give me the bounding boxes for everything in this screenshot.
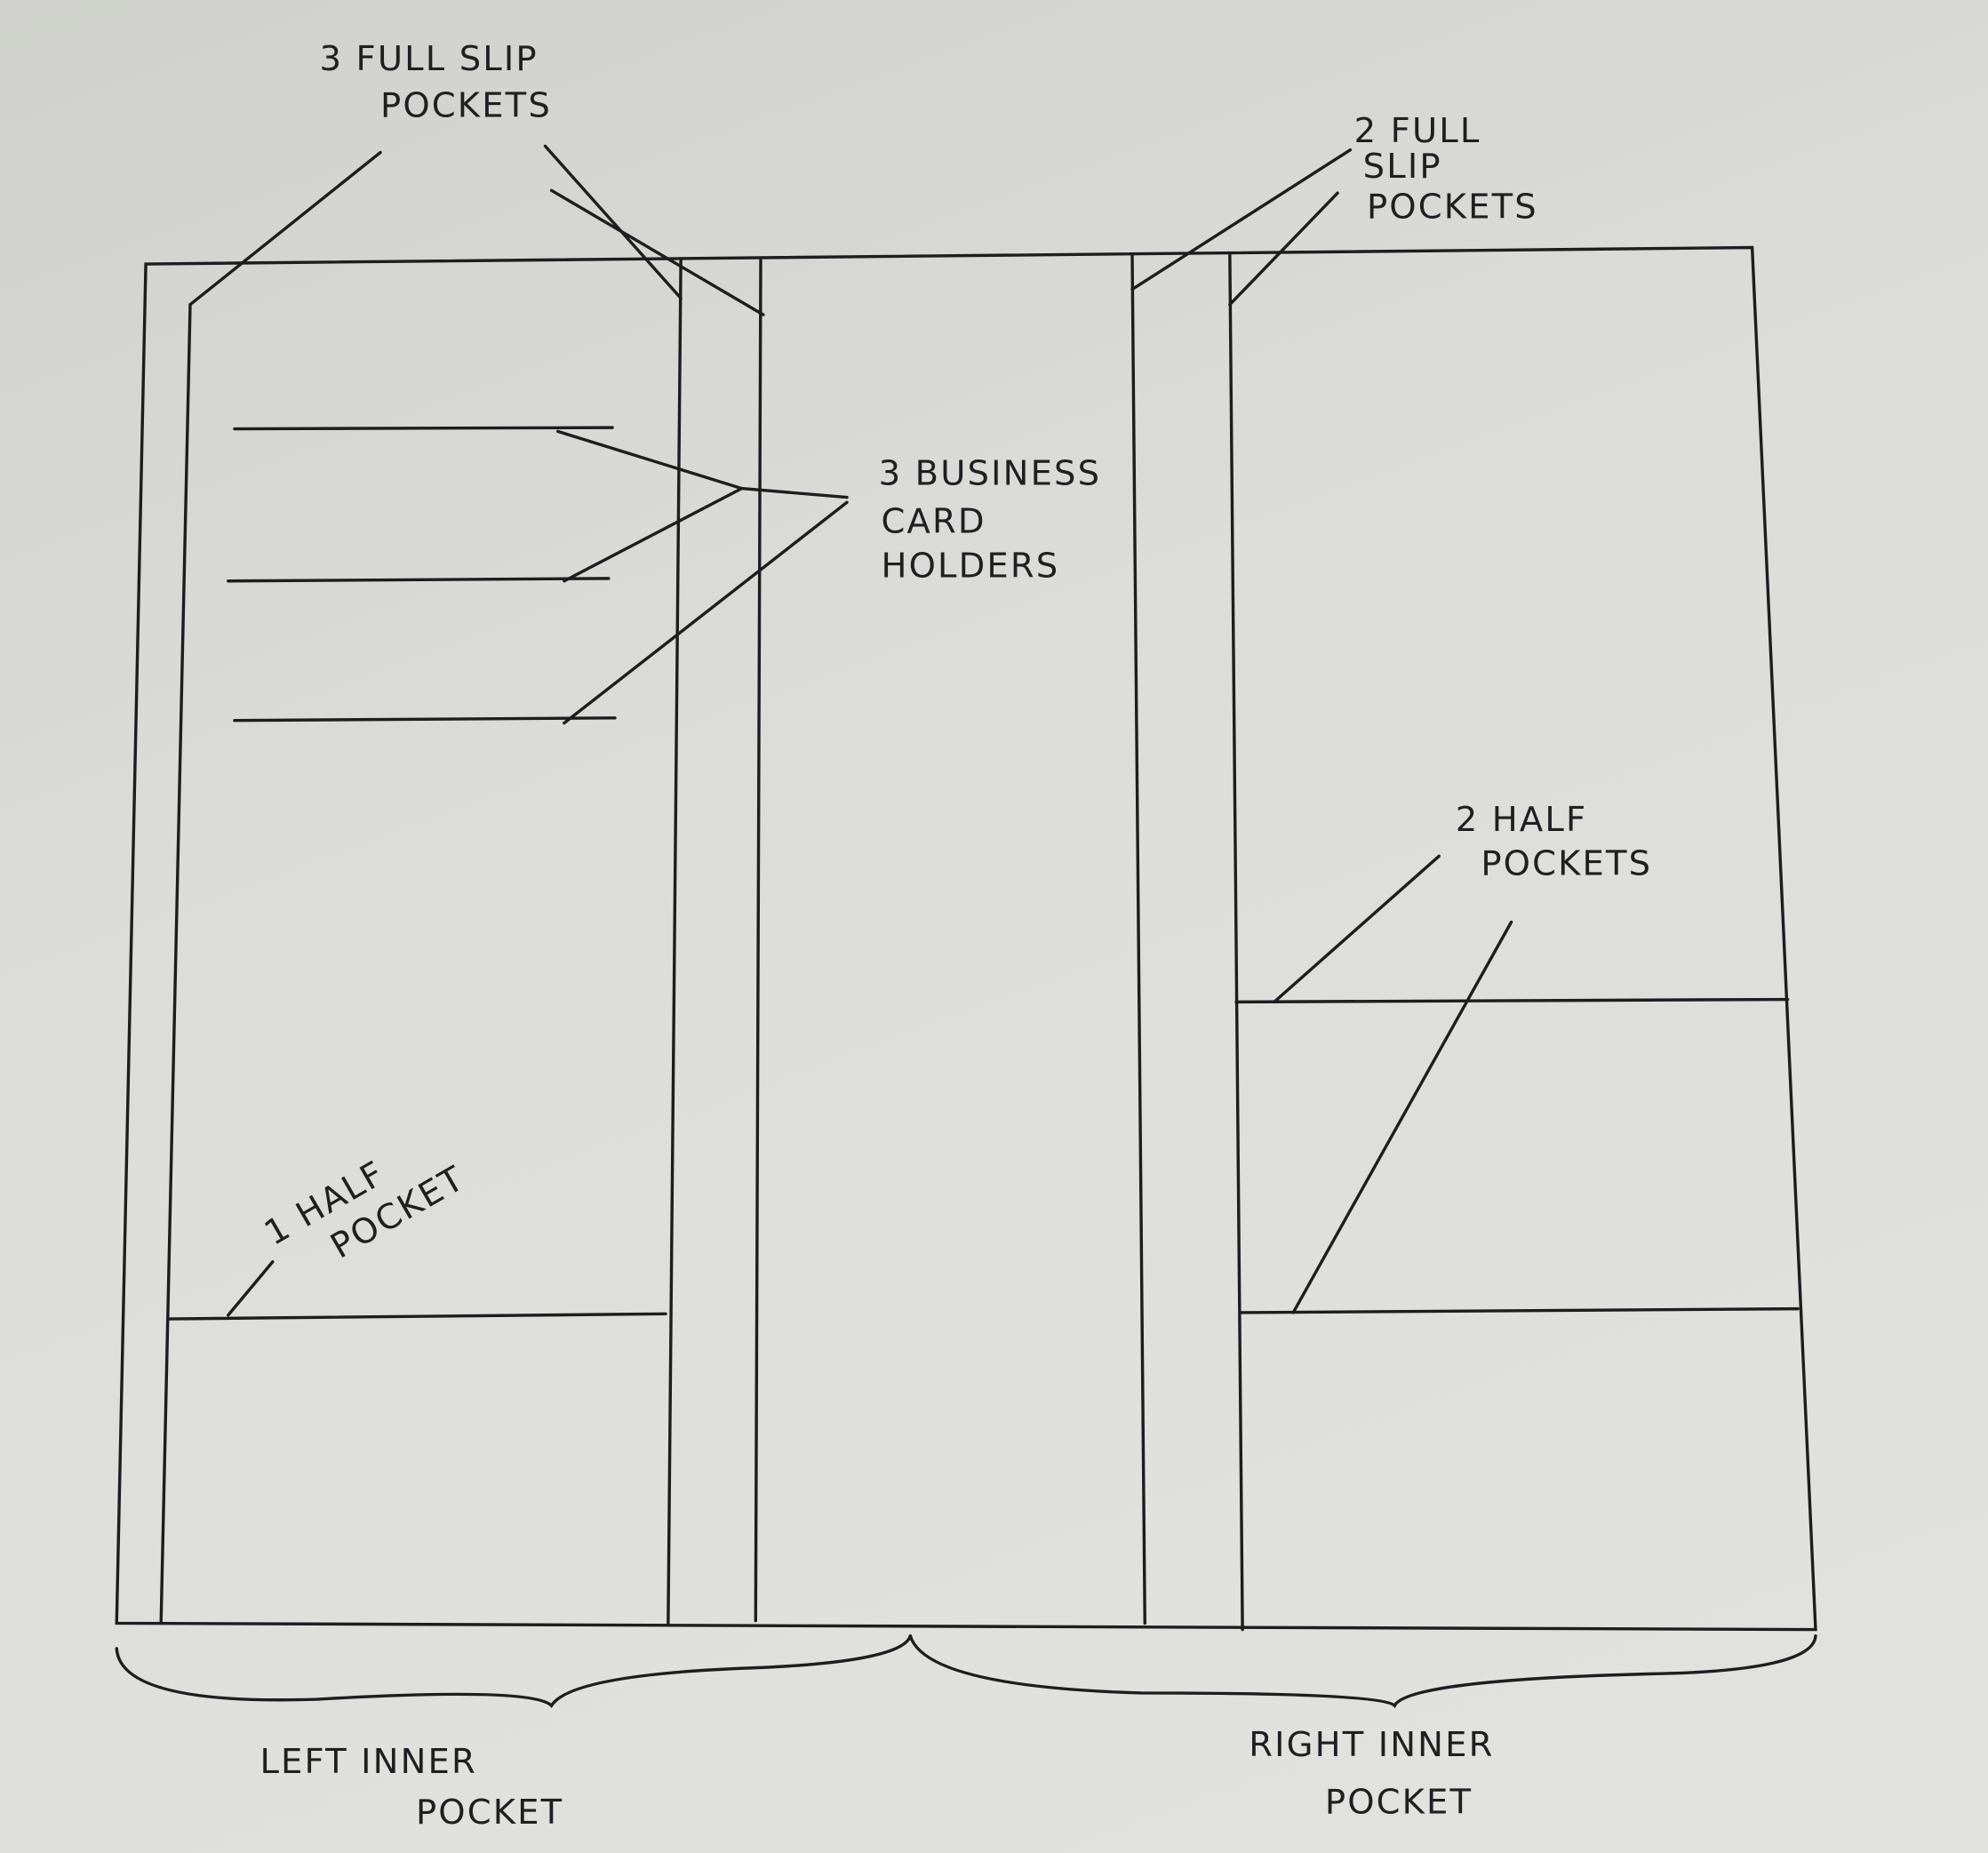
right-slip-divider xyxy=(1228,252,1244,1632)
right-brace xyxy=(908,1634,1817,1709)
label-card: CARD xyxy=(882,502,986,542)
leader-lines xyxy=(188,144,1513,1317)
label-pocket: POCKET xyxy=(1325,1782,1473,1822)
label-pockets: POCKETS xyxy=(1367,188,1538,228)
left-half-pocket-line xyxy=(167,1312,667,1321)
label-pocket: POCKET xyxy=(416,1793,563,1833)
annotations: 3 FULL SLIP POCKETS 2 FULL SLIP POCKETS … xyxy=(258,39,1652,1833)
label-2-full: 2 FULL xyxy=(1354,111,1481,151)
right-slip-divider xyxy=(1130,252,1146,1625)
card-holder-line xyxy=(233,716,617,723)
label-right-inner: RIGHT INNER xyxy=(1249,1725,1494,1765)
card-holder-line xyxy=(227,577,611,583)
outline xyxy=(115,245,1817,1632)
label-pockets: POCKETS xyxy=(1481,844,1652,884)
label-left-inner: LEFT INNER xyxy=(259,1742,476,1782)
label-3-full-slip: 3 FULL SLIP xyxy=(320,39,539,79)
right-half-pocket-line xyxy=(1238,1306,1800,1314)
card-holder-line xyxy=(233,426,614,431)
right-half-pocket-line xyxy=(1234,997,1790,1004)
left-slip-divider xyxy=(667,259,683,1625)
label-pockets: POCKETS xyxy=(380,86,552,126)
label-slip: SLIP xyxy=(1363,147,1442,187)
left-slip-divider xyxy=(159,303,192,1625)
label-3-business: 3 BUSINESS xyxy=(879,453,1102,493)
braces xyxy=(115,1634,1817,1709)
left-brace xyxy=(115,1634,913,1708)
label-2-half: 2 HALF xyxy=(1456,800,1587,840)
left-slip-divider xyxy=(754,259,762,1623)
label-holders: HOLDERS xyxy=(882,546,1060,586)
outer-frame xyxy=(115,245,1817,1632)
